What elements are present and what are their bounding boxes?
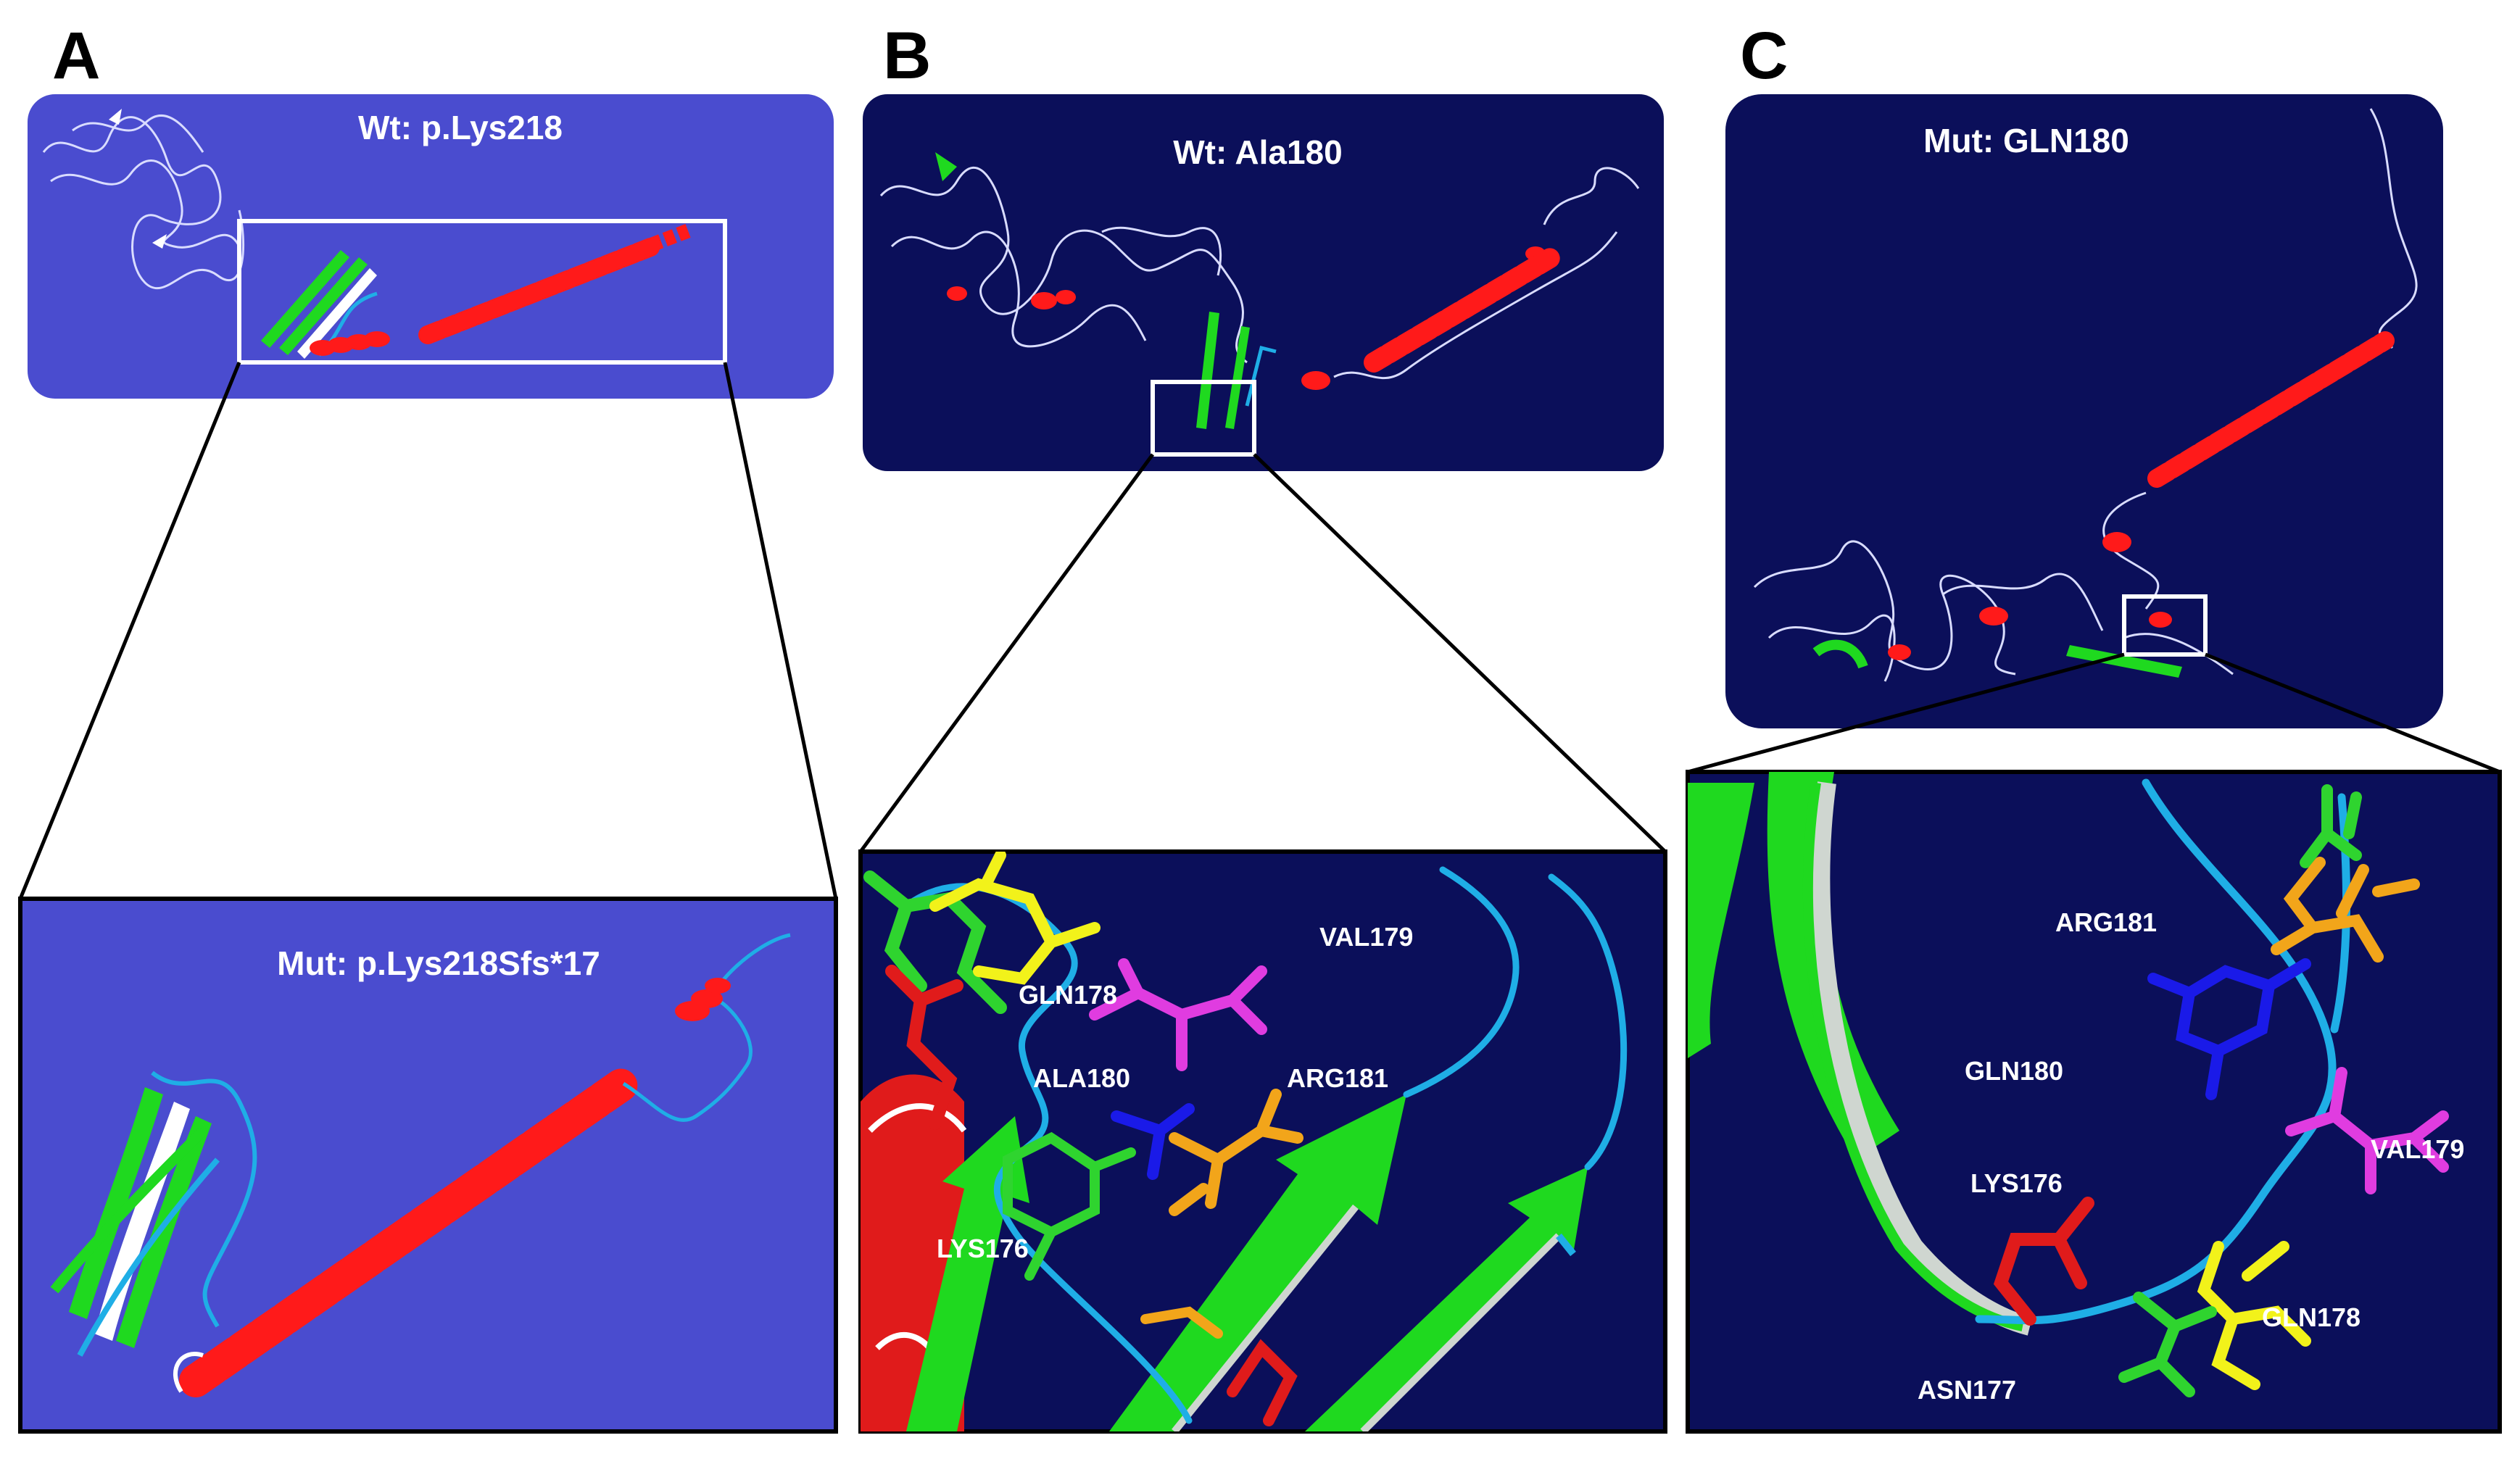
panel-b-overview-title: Wt: Ala180 — [1173, 133, 1342, 171]
panel-a-small-strand-2 — [152, 234, 167, 249]
panel-c-label-arg181: ARG181 — [2055, 907, 2157, 937]
panel-a-coil-tangle — [42, 114, 245, 289]
panel-c-zoom-beta-strands — [1688, 772, 2033, 1336]
panel-a-zoom-helix-small — [675, 978, 731, 1021]
panel-a-beta-sheet — [261, 250, 377, 359]
panel-c-overview: Mut: GLN180 — [1725, 94, 2443, 728]
panel-b-zoom-connector-left — [858, 453, 1155, 853]
panel-c-label-lys176: LYS176 — [1970, 1168, 2063, 1198]
panel-c-overview-background — [1725, 94, 2443, 728]
panel-a-zoom-helix-long — [179, 1067, 640, 1397]
panel-a: A Wt: p.Lys218 — [18, 19, 838, 1434]
panel-c-overview-title: Mut: GLN180 — [1923, 122, 2129, 159]
panel-a-zoom-helix-highlight — [173, 1352, 204, 1393]
panel-a-helix-tail — [635, 223, 692, 257]
panel-b-zoom-connector-right — [1253, 453, 1667, 853]
panel-b-label-val179: VAL179 — [1319, 922, 1413, 952]
panel-c-label-gln178: GLN178 — [2262, 1302, 2361, 1332]
panel-a-helix-long — [418, 237, 662, 344]
panel-c-label-asn177: ASN177 — [1918, 1375, 2016, 1405]
panel-c-helix-long — [2147, 331, 2395, 488]
panel-b-small-helices — [947, 246, 1546, 390]
panel-a-small-strand-1 — [109, 109, 122, 125]
panel-c-small-helices — [1888, 532, 2172, 660]
panel-a-overview-title: Wt: p.Lys218 — [358, 109, 563, 146]
panel-b-label-gln178: GLN178 — [1019, 980, 1117, 1010]
panel-b-label-lys176: LYS176 — [937, 1234, 1029, 1263]
panel-b-zoom-sidechains — [863, 852, 1303, 1426]
panel-c: C Mut: GLN180 — [1686, 19, 2502, 1434]
panel-a-zoom-title: Mut: p.Lys218Sfs*17 — [277, 944, 600, 982]
panel-c-zoom-box — [2122, 594, 2208, 657]
panel-a-zoom-connector-left — [18, 362, 241, 899]
panel-a-zoom-connector-right — [723, 362, 838, 899]
panel-b-label-arg181: ARG181 — [1287, 1063, 1388, 1093]
panel-c-zoom-connector-left — [1687, 652, 2125, 774]
panel-b-helix-long — [1364, 247, 1562, 373]
panel-b-zoom: GLN178 VAL179 ALA180 ARG181 LYS176 — [858, 849, 1667, 1434]
panel-b-zoom-box — [1151, 380, 1256, 457]
panel-c-letter: C — [1740, 19, 1788, 93]
panel-a-overview-background — [28, 94, 834, 399]
panel-b-overview-background — [863, 94, 1664, 471]
panel-a-overview: Wt: p.Lys218 — [28, 94, 834, 399]
panel-a-zoom: Mut: p.Lys218Sfs*17 — [18, 897, 838, 1434]
panel-a-zoom-box — [237, 219, 727, 365]
panel-b-label-ala180: ALA180 — [1033, 1063, 1130, 1093]
panel-b-letter: B — [883, 19, 931, 93]
panel-c-zoom-connector-right — [2205, 652, 2500, 774]
panel-b-overview: Wt: Ala180 — [863, 94, 1664, 471]
panel-b: B Wt: Ala180 — [858, 19, 1667, 1434]
panel-a-letter: A — [52, 19, 100, 93]
panel-c-label-val179: VAL179 — [2371, 1134, 2464, 1164]
panel-c-beta-sheet — [1812, 639, 2182, 678]
panel-b-small-strand — [935, 152, 957, 181]
panel-b-coil-tangle — [879, 167, 1640, 379]
panel-c-zoom: ARG181 GLN180 LYS176 VAL179 GLN178 ASN17… — [1686, 770, 2502, 1434]
panel-b-beta-sheet — [1196, 312, 1277, 429]
panel-c-label-gln180: GLN180 — [1965, 1056, 2063, 1086]
panel-a-zoom-beta-barrel — [50, 1071, 257, 1357]
panel-a-zoom-coil-tail — [622, 933, 791, 1122]
panel-a-helix-small — [310, 331, 390, 356]
panel-c-zoom-sidechains — [1993, 784, 2449, 1397]
